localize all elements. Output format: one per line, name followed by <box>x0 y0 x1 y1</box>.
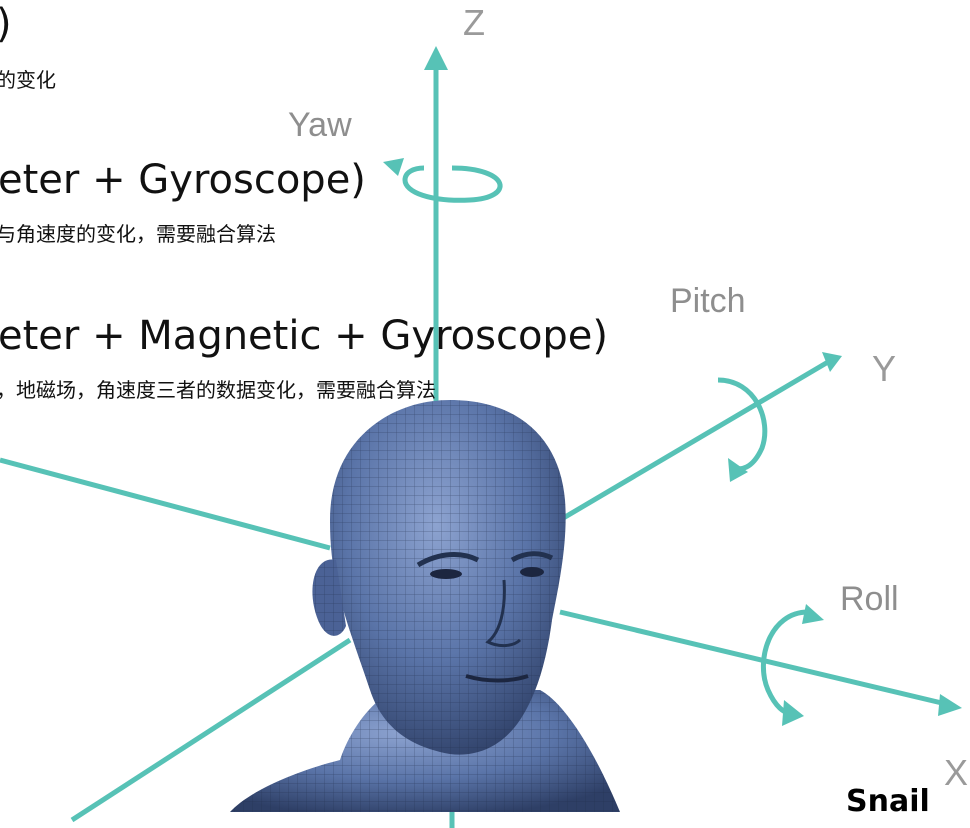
pitch-arrowhead <box>728 458 748 482</box>
roll-label: Roll <box>840 580 899 618</box>
yaw-rotation-arrow <box>402 165 503 203</box>
yaw-arrowhead <box>383 158 404 176</box>
signature-text: Snail <box>846 784 930 819</box>
yaw-label: Yaw <box>288 106 352 144</box>
head-model <box>230 400 620 812</box>
heading-line-3: eter + Magnetic + Gyroscope) <box>0 313 609 359</box>
roll-arrowhead-top <box>802 604 824 624</box>
caption-line-1: 的变化 <box>0 68 56 92</box>
roll-arrowhead <box>782 700 804 726</box>
y-axis-label: Y <box>872 348 897 389</box>
z-axis-arrowhead <box>424 46 448 70</box>
axis-line-back-left <box>0 457 331 551</box>
pitch-label: Pitch <box>670 282 746 320</box>
roll-rotation-arrow <box>761 609 809 717</box>
caption-line-2: 与角速度的变化，需要融合算法 <box>0 222 276 246</box>
x-axis-line <box>559 609 947 707</box>
axis-line-lower-left <box>70 637 352 823</box>
z-axis-label: Z <box>463 2 485 43</box>
x-axis-label: X <box>944 752 969 793</box>
y-axis-arrowhead <box>822 352 842 372</box>
heading-line-1: ) <box>0 2 12 46</box>
caption-line-3: ，地磁场，角速度三者的数据变化，需要融合算法 <box>0 378 436 402</box>
heading-line-2: eter + Gyroscope) <box>0 157 366 203</box>
y-axis-line <box>558 359 830 523</box>
x-axis-arrowhead <box>938 694 962 716</box>
